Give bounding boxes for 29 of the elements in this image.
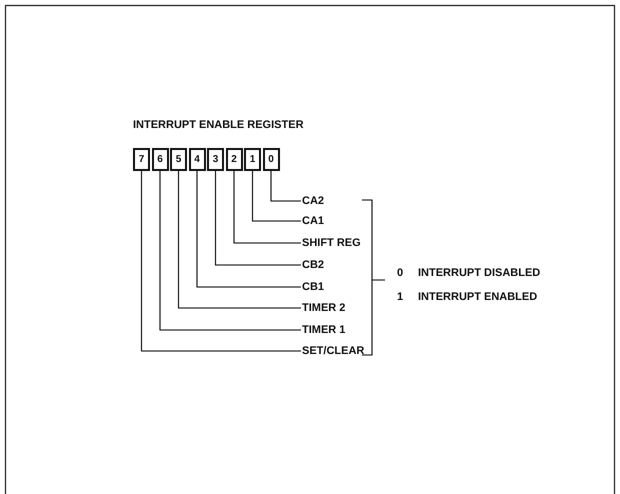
bit-cell: 2 bbox=[226, 148, 242, 171]
bit-cell: 6 bbox=[152, 148, 168, 171]
bit-cell: 5 bbox=[170, 148, 187, 171]
bit-name: TIMER 2 bbox=[302, 301, 346, 315]
leader-line bbox=[159, 171, 301, 331]
bit-cell: 4 bbox=[188, 148, 206, 171]
bit-cell: 7 bbox=[133, 148, 150, 171]
bit-name: CB1 bbox=[302, 280, 324, 294]
bit-value: 0 bbox=[397, 266, 404, 280]
bit-name: CA1 bbox=[302, 214, 324, 228]
bit-name: TIMER 1 bbox=[302, 323, 346, 337]
bit-name: CA2 bbox=[302, 194, 324, 208]
leader-line bbox=[178, 171, 301, 309]
bit-value: 1 bbox=[397, 290, 404, 304]
bit-cell: 1 bbox=[244, 148, 261, 171]
bit-cell: 0 bbox=[262, 148, 280, 171]
leader-line bbox=[140, 171, 301, 352]
bit-cell: 3 bbox=[207, 148, 224, 171]
leader-line bbox=[214, 171, 301, 266]
value-meaning: INTERRUPT ENABLED bbox=[418, 290, 538, 304]
value-meaning: INTERRUPT DISABLED bbox=[418, 266, 540, 280]
leader-line bbox=[270, 171, 301, 202]
bit-name: SET/CLEAR bbox=[302, 344, 364, 358]
leader-line bbox=[233, 171, 301, 244]
leader-line bbox=[196, 171, 301, 288]
bit-name: SHIFT REG bbox=[302, 236, 361, 250]
register-title: INTERRUPT ENABLE REGISTER bbox=[133, 119, 304, 131]
bit-name: CB2 bbox=[302, 258, 324, 272]
leader-line bbox=[252, 171, 301, 222]
